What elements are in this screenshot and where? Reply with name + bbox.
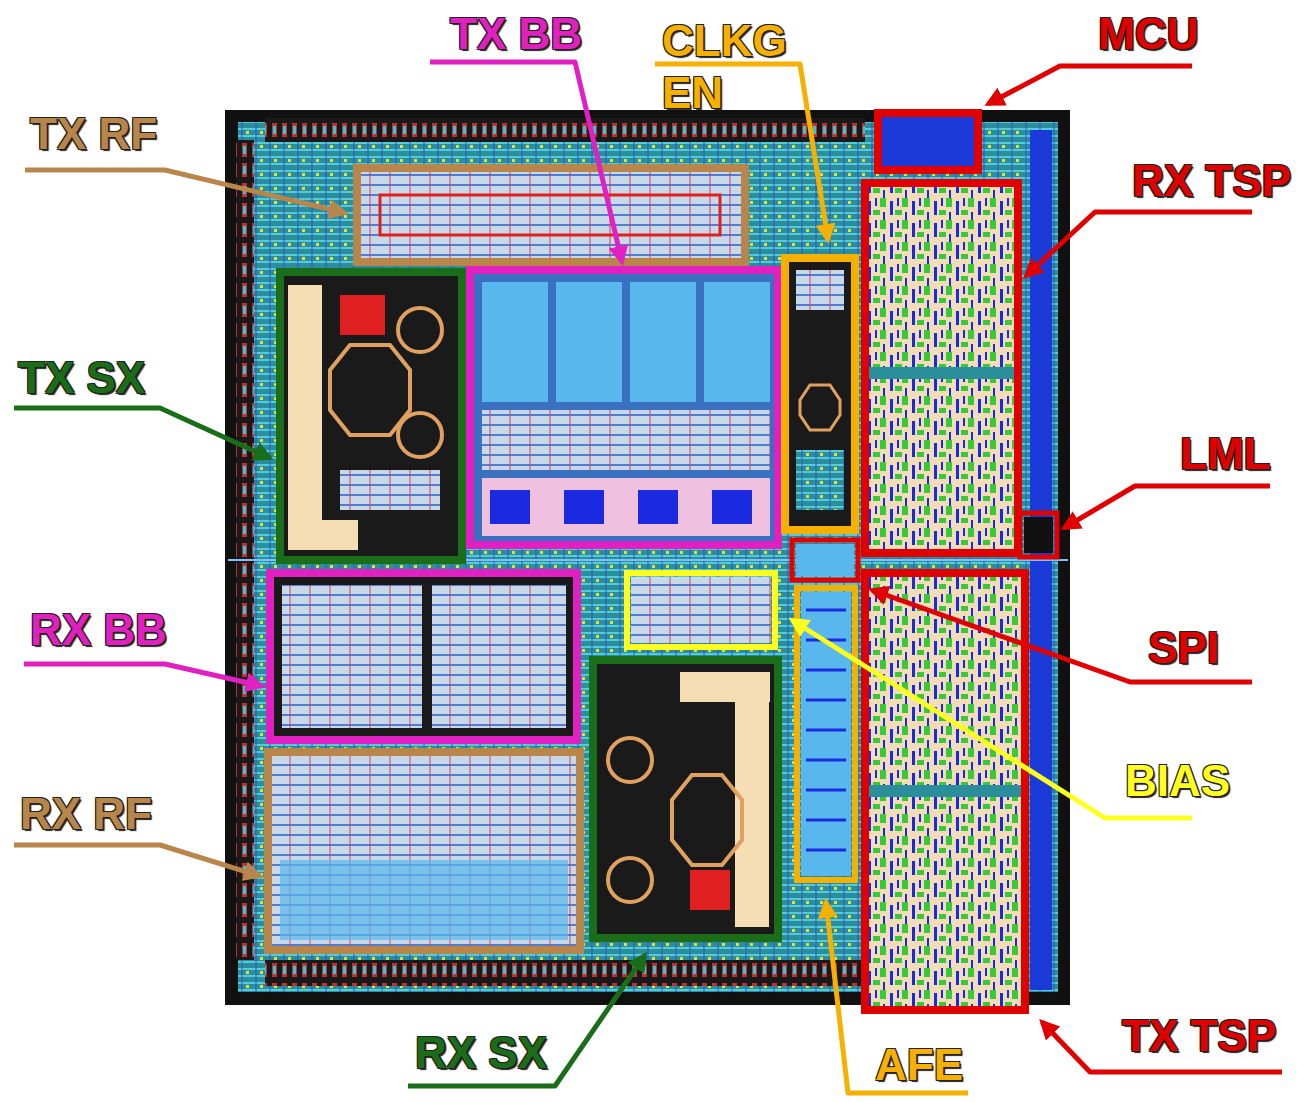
block-label: RX TSP: [1132, 155, 1291, 207]
block-label: RX SX: [415, 1027, 547, 1079]
block-label: AFE: [875, 1039, 963, 1091]
block-label: TX RF: [30, 108, 157, 160]
block-label: TX SX: [18, 352, 145, 404]
block-label: LML: [1180, 428, 1270, 480]
block-label: RX RF: [20, 788, 152, 840]
block-label: BIAS: [1125, 755, 1230, 807]
block-label: TX TSP: [1122, 1010, 1276, 1062]
block-label: RX BB: [30, 604, 167, 656]
block-label: CLKG EN: [662, 15, 812, 119]
block-label: TX BB: [450, 8, 582, 60]
block-label: SPI: [1148, 622, 1219, 674]
block-label: MCU: [1098, 8, 1198, 60]
